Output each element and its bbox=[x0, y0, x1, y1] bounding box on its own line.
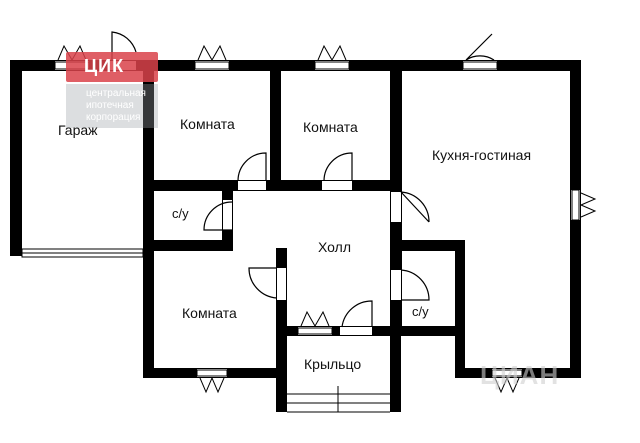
kitchen-left-wall bbox=[390, 60, 402, 190]
window-top-room1 bbox=[195, 61, 229, 70]
label-kitchen-living: Кухня-гостиная bbox=[432, 147, 532, 163]
window-top-room2 bbox=[315, 61, 349, 70]
porch-steps bbox=[287, 386, 390, 413]
door-swings bbox=[111, 31, 495, 328]
top-outer-wall bbox=[10, 60, 580, 71]
logo-caption-background bbox=[66, 84, 158, 128]
door-bath-right bbox=[391, 270, 401, 300]
porch-right-wall bbox=[390, 326, 401, 412]
logo-mark: ЦИК bbox=[84, 56, 125, 76]
label-bathroom-left: с/у bbox=[172, 206, 189, 221]
label-room-top-middle: Комната bbox=[303, 119, 358, 135]
bath-right-right-wall bbox=[455, 240, 465, 378]
porch-left-wall bbox=[276, 326, 287, 412]
logo-mark-background bbox=[66, 52, 158, 82]
top-rooms-bottom-wall bbox=[143, 180, 402, 191]
door-kitchen bbox=[391, 192, 401, 222]
door-room2 bbox=[322, 181, 352, 190]
door-room1 bbox=[238, 181, 266, 190]
rooms-divider bbox=[270, 60, 281, 190]
label-bathroom-right: с/у bbox=[412, 304, 429, 319]
door-porch bbox=[340, 327, 372, 335]
window-bottom-room bbox=[197, 369, 227, 377]
room-bottom-right-wall bbox=[276, 248, 287, 378]
garage-right-wall bbox=[143, 60, 154, 256]
label-hall: Холл bbox=[318, 239, 351, 255]
bath-right-top-wall bbox=[390, 240, 465, 251]
window-hall-bottom bbox=[298, 327, 332, 335]
label-porch: Крыльцо bbox=[304, 356, 362, 372]
window-right-kitchen bbox=[571, 190, 580, 220]
hall-bottom-wall bbox=[276, 326, 402, 336]
window-sashes bbox=[57, 44, 597, 394]
window-frames bbox=[21, 61, 580, 377]
label-room-bottom: Комната bbox=[182, 305, 237, 321]
window-top-kitchen bbox=[463, 61, 497, 70]
door-room-bottom bbox=[277, 268, 286, 300]
logo-caption: центральная ипотечная корпорация bbox=[86, 88, 146, 123]
bath-right-bottom-wall bbox=[390, 326, 465, 336]
room-bottom-left-wall bbox=[143, 248, 154, 378]
label-room-top-left: Комната bbox=[180, 116, 235, 132]
door-bath-left bbox=[223, 200, 232, 230]
watermark: ЦИАН bbox=[480, 360, 560, 390]
label-garage: Гараж bbox=[58, 122, 98, 138]
window-bottom-kitchen bbox=[492, 369, 522, 377]
garage-left-wall bbox=[10, 60, 22, 256]
bath-left-bottom-wall bbox=[143, 240, 233, 251]
